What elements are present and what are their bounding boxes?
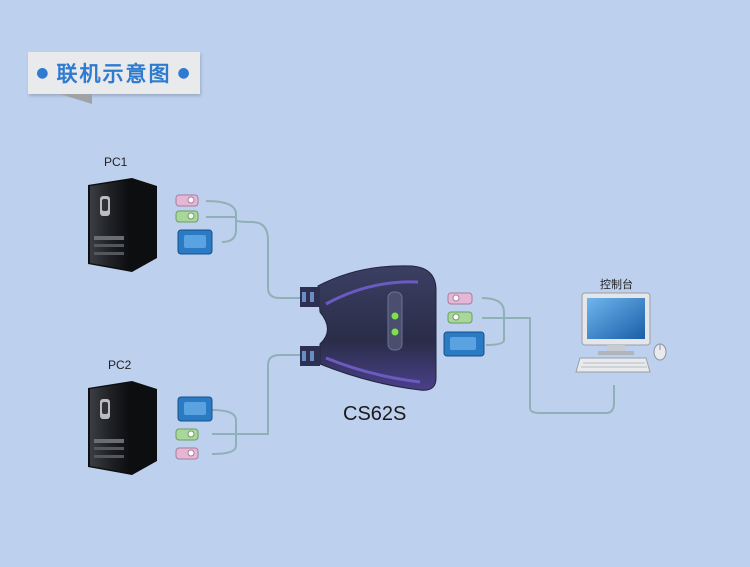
bullet-icon: ● — [36, 65, 51, 81]
pink-audio-plug-icon — [175, 194, 199, 207]
cable-pc1 — [205, 200, 302, 299]
console-connectors — [443, 292, 485, 357]
green-audio-plug-icon — [175, 428, 199, 441]
diagram-title-tag: ● 联机示意图 ● — [28, 52, 200, 94]
kvm-switch-icon — [300, 265, 437, 391]
pc1-tower-icon — [88, 178, 157, 272]
led-icon — [391, 328, 399, 336]
switch-model-label: CS62S — [343, 403, 407, 425]
cable-pc2 — [211, 354, 302, 455]
cables — [205, 200, 615, 455]
green-audio-plug-icon — [175, 210, 199, 223]
pink-audio-plug-icon — [447, 292, 473, 305]
bullet-icon: ● — [177, 65, 192, 81]
pc2-tower-icon — [88, 381, 157, 475]
led-icon — [391, 312, 399, 320]
console-keyboard-icon — [575, 357, 651, 373]
title-tag-fold — [60, 94, 92, 104]
green-audio-plug-icon — [447, 311, 473, 324]
diagram-title: 联机示意图 — [56, 62, 172, 86]
console-mouse-icon — [653, 343, 667, 361]
pc2-label: PC2 — [108, 358, 132, 372]
pc2-connectors — [175, 396, 213, 460]
pink-audio-plug-icon — [175, 447, 199, 460]
console-monitor-icon — [581, 292, 651, 355]
pc1-connectors — [175, 194, 213, 255]
cable-console — [481, 297, 615, 414]
console-label: 控制台 — [600, 279, 633, 291]
pc1-label: PC1 — [104, 155, 128, 169]
